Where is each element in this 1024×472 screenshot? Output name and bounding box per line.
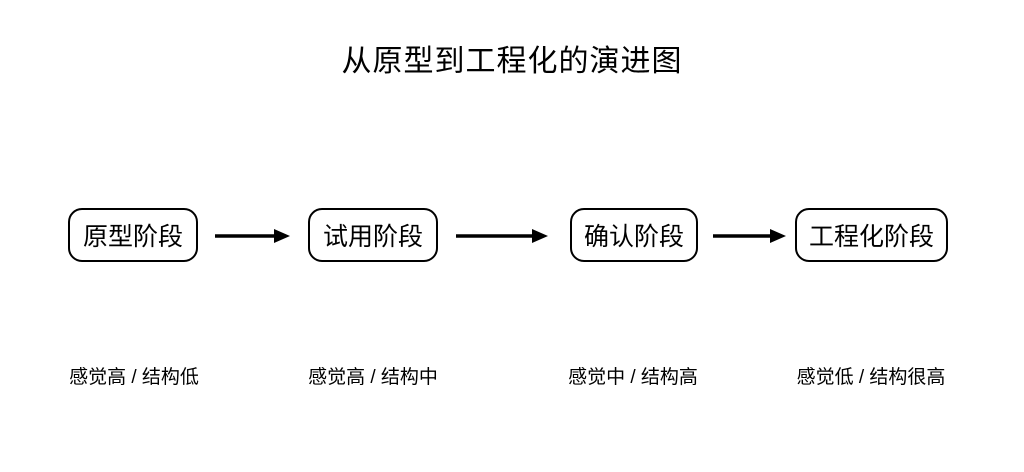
right-arrow-icon — [455, 227, 548, 245]
stage-box-label: 工程化阶段 — [808, 223, 934, 251]
stage-box-label: 确认阶段 — [583, 223, 684, 251]
stage-box-prototype: 原型阶段 — [68, 208, 198, 262]
stage-metric-confirm: 感觉中 / 结构高 — [568, 367, 698, 388]
right-arrow-icon — [214, 227, 290, 245]
stage-box-trial: 试用阶段 — [308, 208, 438, 262]
stage-metric-engineering: 感觉低 / 结构很高 — [796, 367, 946, 388]
stage-metric-prototype: 感觉高 / 结构低 — [69, 367, 199, 388]
stage-box-label: 试用阶段 — [322, 223, 423, 251]
right-arrow-icon — [712, 227, 786, 245]
diagram-title: 从原型到工程化的演进图 — [341, 45, 683, 78]
stage-box-engineering: 工程化阶段 — [795, 208, 948, 262]
stage-box-label: 原型阶段 — [82, 223, 183, 251]
stage-box-confirm: 确认阶段 — [570, 208, 698, 262]
stage-metric-trial: 感觉高 / 结构中 — [308, 367, 438, 388]
